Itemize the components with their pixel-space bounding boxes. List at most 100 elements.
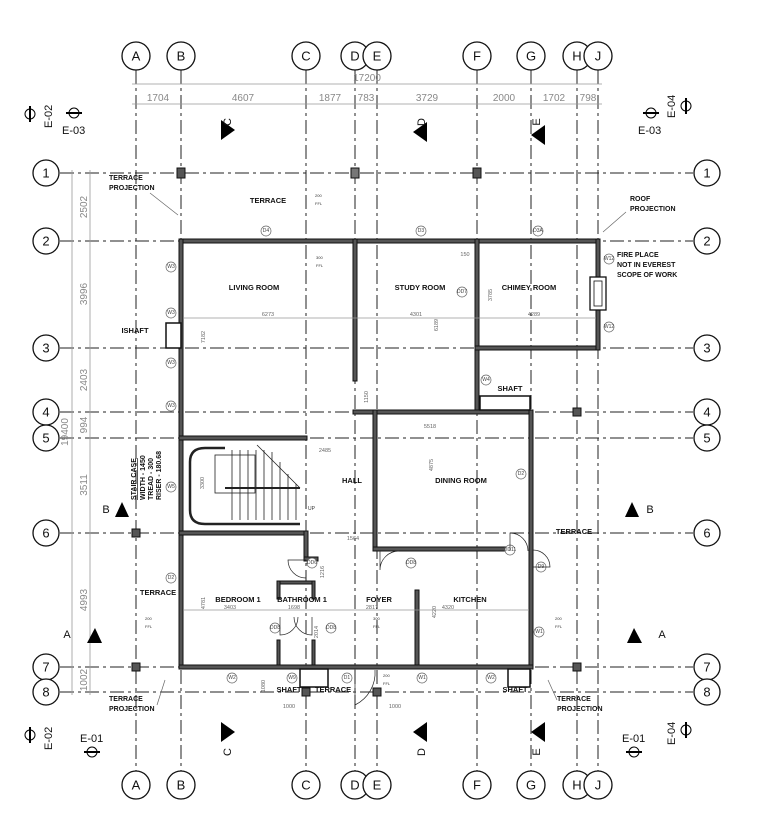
section-b-arrow-right: [625, 502, 639, 517]
tag: W1: [535, 629, 543, 635]
height-dim: 994: [79, 416, 90, 433]
interior-dim: 5518: [424, 424, 436, 430]
width-dim: 2000: [493, 93, 516, 104]
interior-dim: 2485: [319, 448, 331, 454]
interior-dim: 1216: [320, 566, 326, 578]
tag: DD8: [326, 625, 336, 631]
grid-label-H: H: [572, 49, 581, 64]
note-roof-projection: ROOF: [630, 196, 651, 203]
room-label-kitchen: KITCHEN: [453, 595, 486, 604]
staircase-riser: RISER - 180.68: [156, 451, 163, 500]
interior-dim: 1080: [261, 680, 267, 692]
level-value: 200: [383, 673, 390, 678]
level-value: 200: [315, 193, 322, 198]
width-dim: 4607: [232, 93, 255, 104]
note-terrace-projection: TERRACE: [109, 175, 143, 182]
grid-label-F: F: [473, 778, 481, 793]
height-dim: 3511: [79, 474, 90, 496]
height-dim: 1002: [79, 668, 90, 691]
tag: W9: [288, 675, 296, 681]
note-fireplace: NOT IN EVEREST: [617, 262, 676, 269]
tag: W12: [604, 324, 615, 330]
height-dim: 4993: [79, 588, 90, 611]
row-grid-lines: [60, 172, 693, 693]
level-ffl: FFL: [555, 624, 563, 629]
tag: D2: [518, 471, 525, 477]
tag: DD7: [457, 289, 467, 295]
interior-dim: 7182: [201, 331, 207, 343]
level-value: 300: [316, 255, 323, 260]
tag: W3: [167, 360, 175, 366]
room-label-study-room: STUDY ROOM: [395, 283, 446, 292]
left-dimensions: 19400 2502 3996 2403 994 3511 4993 1002: [60, 170, 91, 695]
grid-label-5: 5: [42, 431, 49, 446]
room-label-shaft: SHAFT: [498, 384, 523, 393]
room-label-bathroom: BATHROOM 1: [277, 595, 327, 604]
elevation-label: E-03: [62, 125, 85, 137]
shaft-box: [479, 395, 531, 411]
elevation-markers: E-02 E-03 E-04 E-03 E-02 E-01 E-04 E-01: [24, 95, 692, 758]
height-dim: 2502: [79, 195, 90, 218]
room-label-chimney-room: CHIMEY ROOM: [502, 283, 556, 292]
grid-label-7: 7: [42, 660, 49, 675]
door-window-tags: D4 D3 D3A W3 W3 W3 W3 DD7 W12 W12 W4 W5 …: [165, 225, 615, 684]
section-a-label: A: [63, 629, 71, 641]
elevation-label: E-02: [43, 105, 55, 128]
level-ffl: FFL: [316, 263, 324, 268]
room-label-bedroom: BEDROOM 1: [215, 595, 260, 604]
interior-dim: 1000: [283, 704, 295, 710]
interior-dim: 1000: [389, 704, 401, 710]
level-ffl: FFL: [383, 681, 391, 686]
section-e-arrow-bottom: [531, 722, 545, 742]
elevation-label: E-01: [622, 733, 645, 745]
grid-label-C: C: [301, 778, 310, 793]
interior-dim: 150: [460, 252, 469, 258]
ishaft-box: [165, 322, 182, 349]
elevation-label: E-01: [80, 733, 103, 745]
interior-dim: 4220: [432, 606, 438, 618]
grid-label-6: 6: [42, 526, 49, 541]
note-fireplace: FIRE PLACE: [617, 252, 659, 259]
section-a-arrow-right: [627, 628, 642, 643]
room-label-terrace: TERRACE: [250, 196, 286, 205]
grid-label-E: E: [373, 49, 382, 64]
grid-label-G: G: [526, 778, 536, 793]
section-c-arrow-top: [221, 120, 235, 140]
door-swings: [279, 532, 551, 706]
interior-dim: 2014: [314, 626, 320, 638]
interior-dimensions: 6273 4301 4289 150 3785 6189 7182 1150 5…: [184, 252, 596, 710]
grid-label-4: 4: [703, 405, 710, 420]
grid-label-1: 1: [703, 166, 710, 181]
shaft-box: [507, 668, 531, 688]
room-label-living-room: LIVING ROOM: [229, 283, 279, 292]
tag: DD8: [406, 560, 416, 566]
grid-label-H: H: [572, 778, 581, 793]
section-d-label: D: [416, 118, 428, 126]
grid-label-6: 6: [703, 526, 710, 541]
note-terrace-projection: TERRACE: [557, 696, 591, 703]
section-c-arrow-bottom: [221, 722, 235, 742]
section-d-label: D: [416, 748, 428, 756]
note-terrace-projection: PROJECTION: [109, 706, 155, 713]
note-terrace-projection: TERRACE: [109, 696, 143, 703]
staircase-title: STAIR CASE: [131, 458, 138, 500]
level-value: 200: [555, 616, 562, 621]
tag: W3: [167, 264, 175, 270]
section-e-label: E: [531, 748, 543, 755]
staircase-width: WIDTH - 1450: [140, 455, 147, 500]
tag: W12: [604, 256, 615, 262]
width-dim: 1702: [543, 93, 566, 104]
grid-label-2: 2: [42, 234, 49, 249]
height-dim: 3996: [79, 282, 90, 305]
note-fireplace: SCOPE OF WORK: [617, 272, 677, 279]
section-b-arrow-left: [115, 502, 129, 517]
room-label-terrace: TERRACE: [556, 527, 592, 536]
elevation-label: E-04: [666, 95, 678, 118]
height-dim: 2403: [79, 368, 90, 391]
section-markers: C D E C D E B B A A: [63, 118, 666, 756]
tag: D2: [168, 575, 175, 581]
section-c-label: C: [222, 118, 234, 126]
room-label-shaft: SHAFT: [277, 685, 302, 694]
